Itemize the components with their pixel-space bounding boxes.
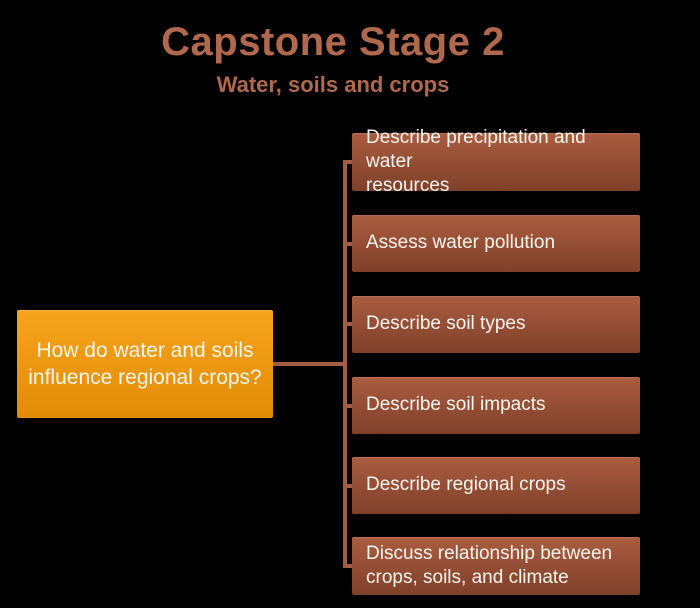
question-box: How do water and soils influence regiona… (17, 310, 273, 418)
task-box-soil-impacts: Describe soil impacts (352, 377, 640, 434)
task-box-regional-crops: Describe regional crops (352, 457, 640, 514)
connector-branch-6 (343, 564, 353, 568)
task-box-water-pollution: Assess water pollution (352, 215, 640, 272)
task-box-precipitation: Describe precipitation and water resourc… (352, 127, 640, 196)
task-box-crops-soils-climate: Discuss relationship between crops, soil… (352, 537, 640, 595)
connector-branch-2 (343, 242, 353, 246)
slide-title: Capstone Stage 2 (161, 20, 505, 64)
connector-branch-4 (343, 404, 353, 408)
connector-trunk-line (343, 160, 347, 568)
connector-branch-5 (343, 484, 353, 488)
task-box-soil-types: Describe soil types (352, 296, 640, 353)
connector-branch-1 (343, 160, 353, 164)
connector-question-to-trunk (273, 362, 345, 366)
connector-branch-3 (343, 322, 353, 326)
slide-subtitle: Water, soils and crops (216, 72, 450, 97)
